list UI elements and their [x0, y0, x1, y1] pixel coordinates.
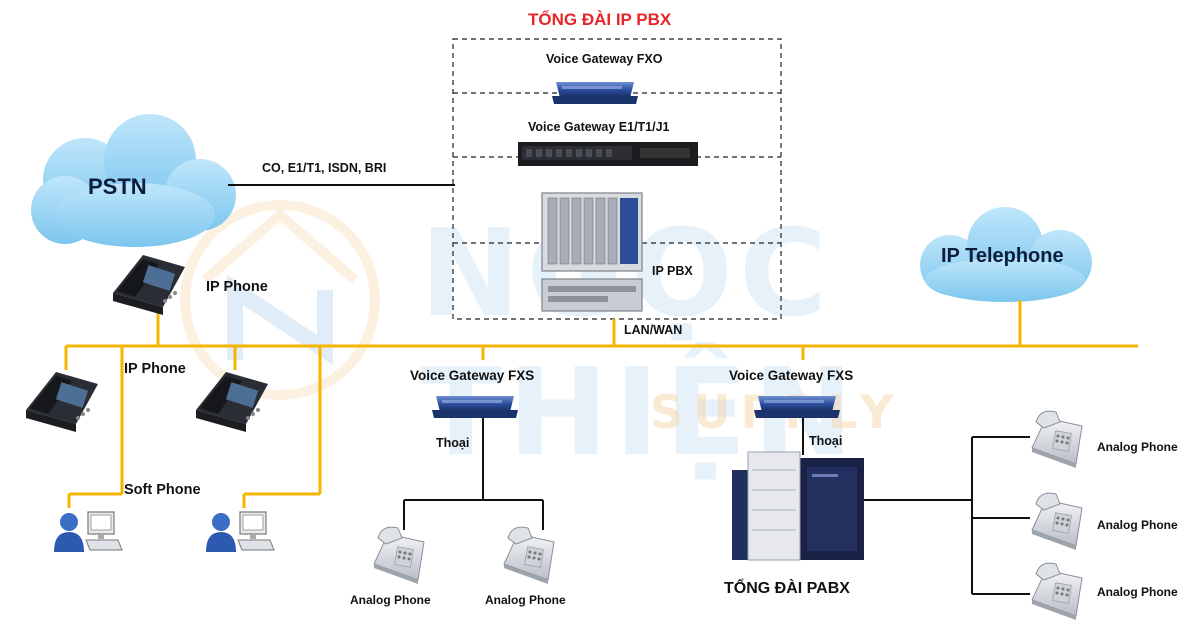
ip-phone-icon-top — [113, 255, 185, 315]
analog-phone-icon-1 — [373, 526, 425, 585]
analog-phone-icon-3 — [1031, 410, 1083, 469]
fxs1-lines — [403, 418, 544, 530]
lan-wan-label: LAN/WAN — [624, 323, 683, 337]
analog-phone-icon-4 — [1031, 492, 1083, 551]
analog-phone-label-5: Analog Phone — [1097, 585, 1178, 599]
analog-phone-label-3: Analog Phone — [1097, 440, 1178, 454]
thoai-label-1: Thoại — [436, 436, 470, 450]
ip-phone-label-mid: IP Phone — [124, 361, 186, 377]
watermark-logo — [180, 200, 380, 400]
soft-phone-icon-left — [53, 511, 123, 553]
soft-phone-label: Soft Phone — [124, 482, 201, 498]
ip-phone-label-top: IP Phone — [206, 279, 268, 295]
analog-phone-icon-5 — [1031, 562, 1083, 621]
pstn-label: PSTN — [88, 174, 147, 199]
soft-phone-icon-right — [205, 511, 275, 553]
trunk-link-label: CO, E1/T1, ISDN, BRI — [262, 161, 387, 175]
fxs-gateway-icon-1 — [432, 396, 518, 418]
e1-gateway-label: Voice Gateway E1/T1/J1 — [528, 120, 670, 134]
ip-pbx-chassis-icon — [541, 192, 643, 312]
analog-phone-label-2: Analog Phone — [485, 593, 566, 607]
ip-phone-icon-right — [196, 372, 268, 432]
ip-phone-icon-left — [26, 372, 98, 432]
ip-telephone-cloud-shape — [920, 207, 1092, 302]
analog-phone-icon-2 — [503, 526, 555, 585]
fxs-gateway-label-1: Voice Gateway FXS — [410, 368, 535, 383]
pabx-label: TỔNG ĐÀI PABX — [724, 580, 850, 597]
pabx-lines — [802, 418, 1030, 595]
thoai-label-2: Thoại — [809, 434, 843, 448]
pstn-cloud-shape — [31, 114, 236, 247]
ip-telephone-label: IP Telephone — [941, 245, 1064, 267]
lan-bus — [64, 300, 1138, 508]
page-title: TỔNG ĐÀI IP PBX — [528, 10, 672, 29]
analog-phone-label-1: Analog Phone — [350, 593, 431, 607]
fxs-gateway-label-2: Voice Gateway FXS — [729, 368, 854, 383]
pabx-cabinet-icon — [732, 451, 864, 561]
e1-gateway-icon — [518, 142, 698, 166]
ip-pbx-frame — [452, 38, 782, 320]
analog-phone-label-4: Analog Phone — [1097, 518, 1178, 532]
fxs-gateway-icon-2 — [754, 396, 840, 418]
fxo-gateway-icon — [552, 82, 638, 104]
fxo-gateway-label: Voice Gateway FXO — [546, 52, 663, 66]
ip-pbx-label: IP PBX — [652, 264, 693, 278]
